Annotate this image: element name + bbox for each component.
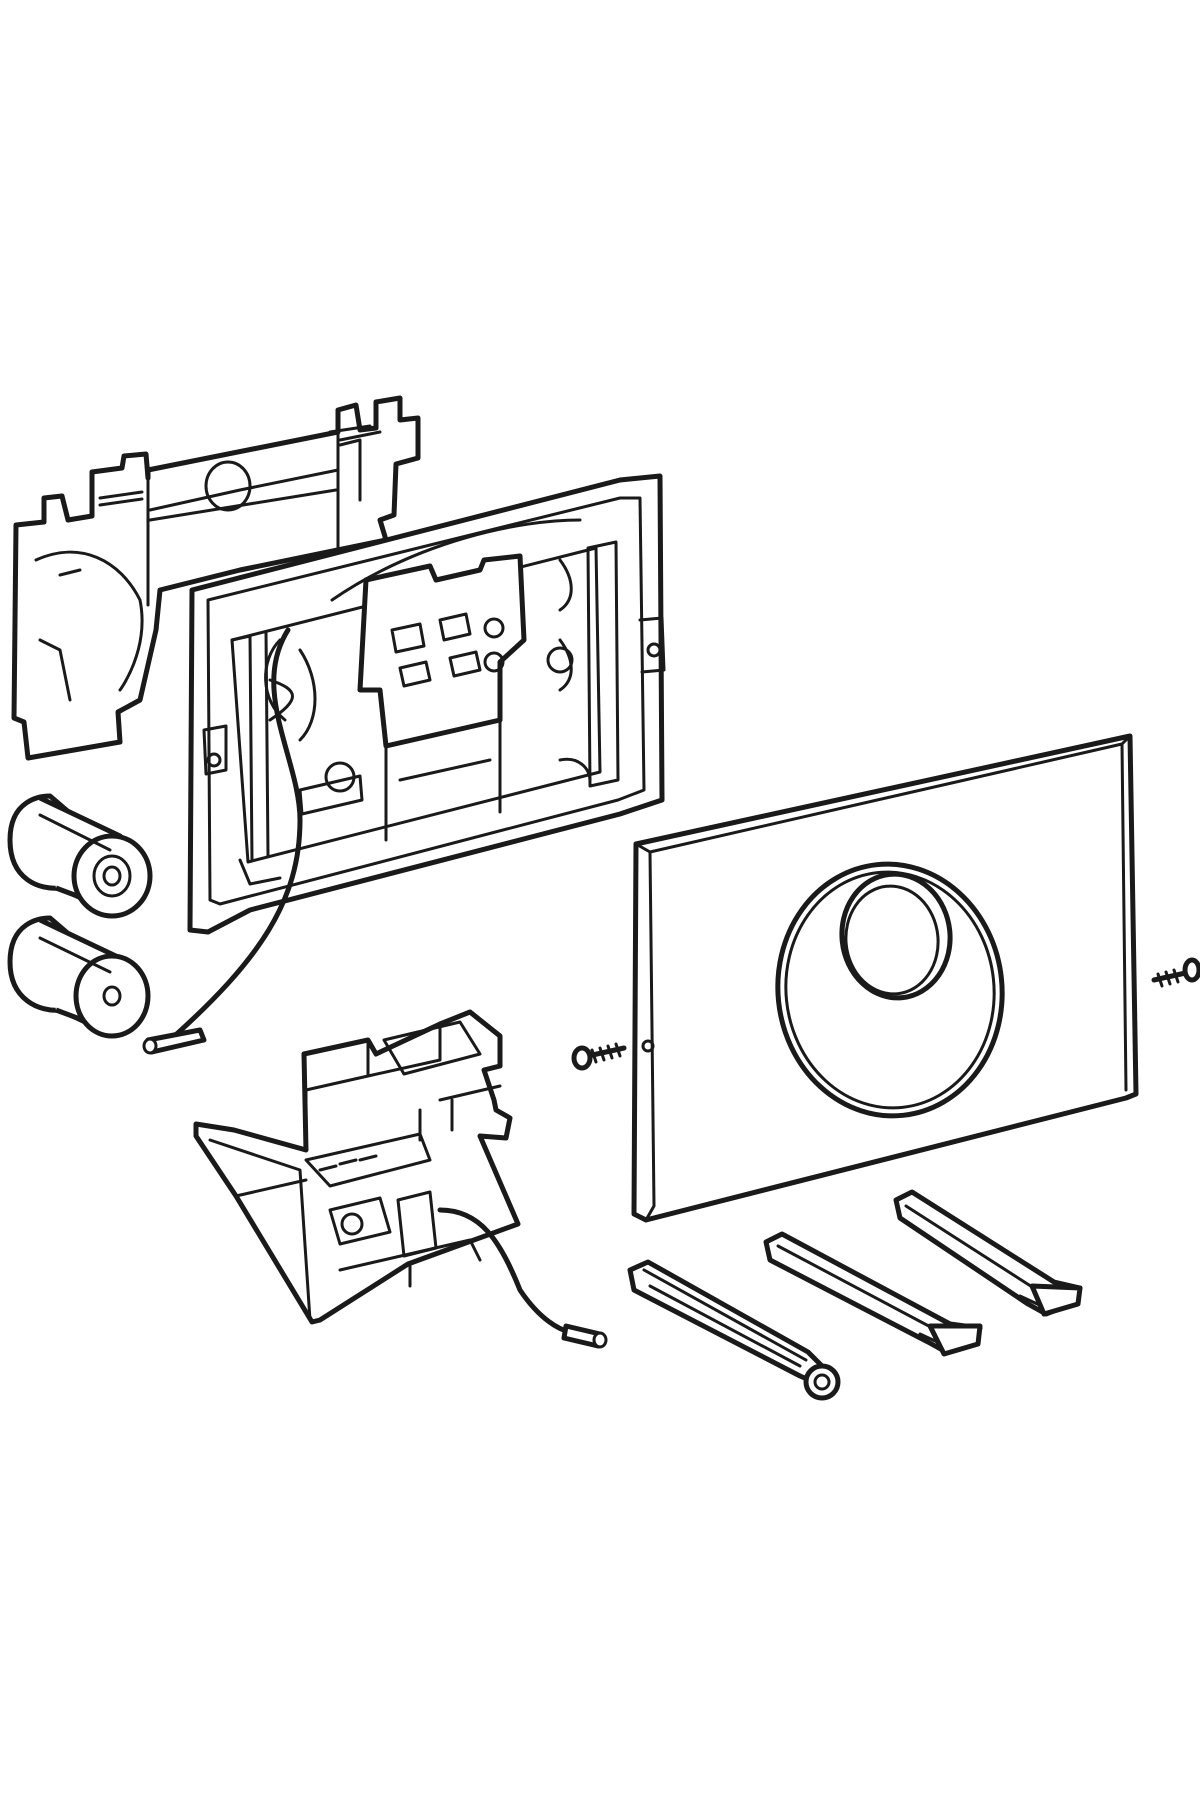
cover-plate <box>631 733 1139 1223</box>
fixing-screw <box>1151 957 1200 988</box>
fixing-screw <box>571 1042 627 1071</box>
actuator-cable <box>437 1207 608 1349</box>
mounting-bracket <box>11 395 421 761</box>
actuator-unit <box>193 1009 521 1325</box>
sensor-cable <box>142 627 317 1055</box>
actuating-rod <box>763 1231 983 1357</box>
battery <box>7 915 151 1039</box>
actuating-rod <box>627 1259 841 1401</box>
installation-frame <box>187 473 666 935</box>
battery <box>7 793 153 919</box>
actuating-rod <box>893 1189 1083 1317</box>
